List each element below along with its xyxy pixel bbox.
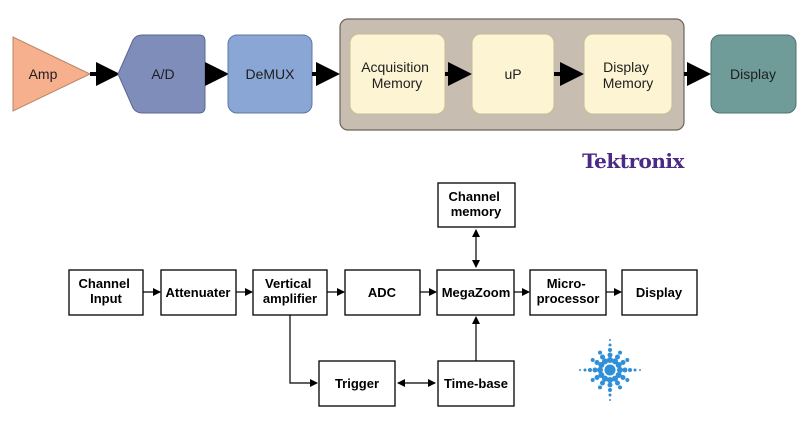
channel-input-block <box>68 269 144 316</box>
microprocessor-line2: processor <box>537 291 600 306</box>
spark-dot <box>625 378 630 382</box>
display-memory-label: Display Memory <box>603 59 654 91</box>
adc-label: ADC <box>368 285 397 300</box>
bottom-signal-chain <box>68 182 698 407</box>
spark-dot <box>590 378 595 382</box>
spark-dot <box>607 377 613 383</box>
spark-dot <box>609 339 611 341</box>
spark-dot <box>579 369 581 371</box>
spark-center-dot <box>604 364 616 376</box>
spark-dot <box>598 385 602 390</box>
display-block-bottom <box>621 269 698 316</box>
spark-dot <box>633 368 637 372</box>
spark-dot <box>608 348 612 352</box>
spark-dot <box>618 350 622 355</box>
vertical-amplifier-line1: Vertical <box>265 276 311 291</box>
time-base-label: Time-base <box>444 376 508 391</box>
microprocessor-line1: Micro- <box>547 276 586 291</box>
spark-dot <box>594 375 600 380</box>
spark-dot <box>608 388 612 392</box>
spark-dot <box>594 360 600 365</box>
acquisition-memory-label: Acquisition Memory <box>361 59 433 91</box>
spark-dot <box>600 380 605 386</box>
spark-dot <box>612 375 618 382</box>
spark-dot <box>608 343 612 347</box>
spark-dot <box>628 368 632 372</box>
attenuater-label: Attenuater <box>165 285 230 300</box>
spark-dot <box>612 358 618 365</box>
megazoom-label: MegaZoom <box>442 285 511 300</box>
display-block-top <box>710 34 797 114</box>
top-signal-chain: Amp A/D DeMUX Acquisition Memory uP <box>12 18 797 131</box>
spark-dot <box>617 367 623 373</box>
spark-dot <box>607 352 613 358</box>
spark-dot <box>608 393 612 397</box>
spark-dot <box>620 360 626 365</box>
spark-dot <box>590 358 595 362</box>
spark-dot <box>609 399 611 401</box>
spark-dot <box>607 357 613 363</box>
amp-label: Amp <box>29 66 58 82</box>
spark-dot <box>602 375 608 382</box>
acquisition-memory-line2: Memory <box>372 75 423 91</box>
tektronix-logo: Tektronix <box>582 149 685 173</box>
channel-input-line1: Channel <box>79 276 130 291</box>
vertical-amplifier-line2: amplifier <box>263 291 317 306</box>
spark-dot <box>618 385 622 390</box>
spark-dot <box>600 354 605 360</box>
spark-dot <box>598 350 602 355</box>
spark-dot <box>639 369 641 371</box>
spark-dot <box>607 382 613 388</box>
channel-memory-block <box>437 182 516 228</box>
up-label: uP <box>504 66 521 82</box>
spark-dot <box>592 367 598 373</box>
spark-dot <box>615 354 620 360</box>
display-label-bottom: Display <box>636 285 683 300</box>
spark-dot <box>602 358 608 365</box>
spark-dot <box>615 372 622 378</box>
acquisition-memory-line1: Acquisition <box>361 59 429 75</box>
spark-dot <box>615 380 620 386</box>
display-memory-line2: Memory <box>603 75 654 91</box>
spark-dot <box>588 368 592 372</box>
adc-block <box>344 269 421 316</box>
spark-dot <box>583 368 587 372</box>
trigger-block <box>318 360 396 407</box>
microprocessor-label: Micro- processor <box>537 276 600 306</box>
spark-dot <box>597 367 603 373</box>
spark-dot <box>615 362 622 368</box>
agilent-spark-icon <box>579 339 641 401</box>
spark-dot <box>598 372 605 378</box>
display-label-top: Display <box>730 66 776 82</box>
demux-label: DeMUX <box>245 66 295 82</box>
trigger-label: Trigger <box>335 376 379 391</box>
spark-dot <box>625 358 630 362</box>
ad-label: A/D <box>151 66 174 82</box>
spark-dot <box>598 362 605 368</box>
microprocessor-block <box>529 269 607 316</box>
spark-dot <box>622 367 628 373</box>
channel-input-label: Channel Input <box>79 276 134 306</box>
channel-input-line2: Input <box>90 291 122 306</box>
channel-memory-label: Channel memory <box>449 189 504 219</box>
arrow-vamp-trigger <box>289 315 318 387</box>
amp-block <box>12 36 92 112</box>
channel-memory-line2: memory <box>451 204 502 219</box>
channel-memory-line1: Channel <box>449 189 500 204</box>
spark-dot <box>620 375 626 380</box>
time-base-block <box>437 360 515 407</box>
bottom-labels: Channel Input Attenuater Vertical amplif… <box>79 189 683 391</box>
display-memory-block <box>583 33 673 115</box>
display-memory-line1: Display <box>603 59 649 75</box>
vertical-amplifier-label: Vertical amplifier <box>263 276 317 306</box>
